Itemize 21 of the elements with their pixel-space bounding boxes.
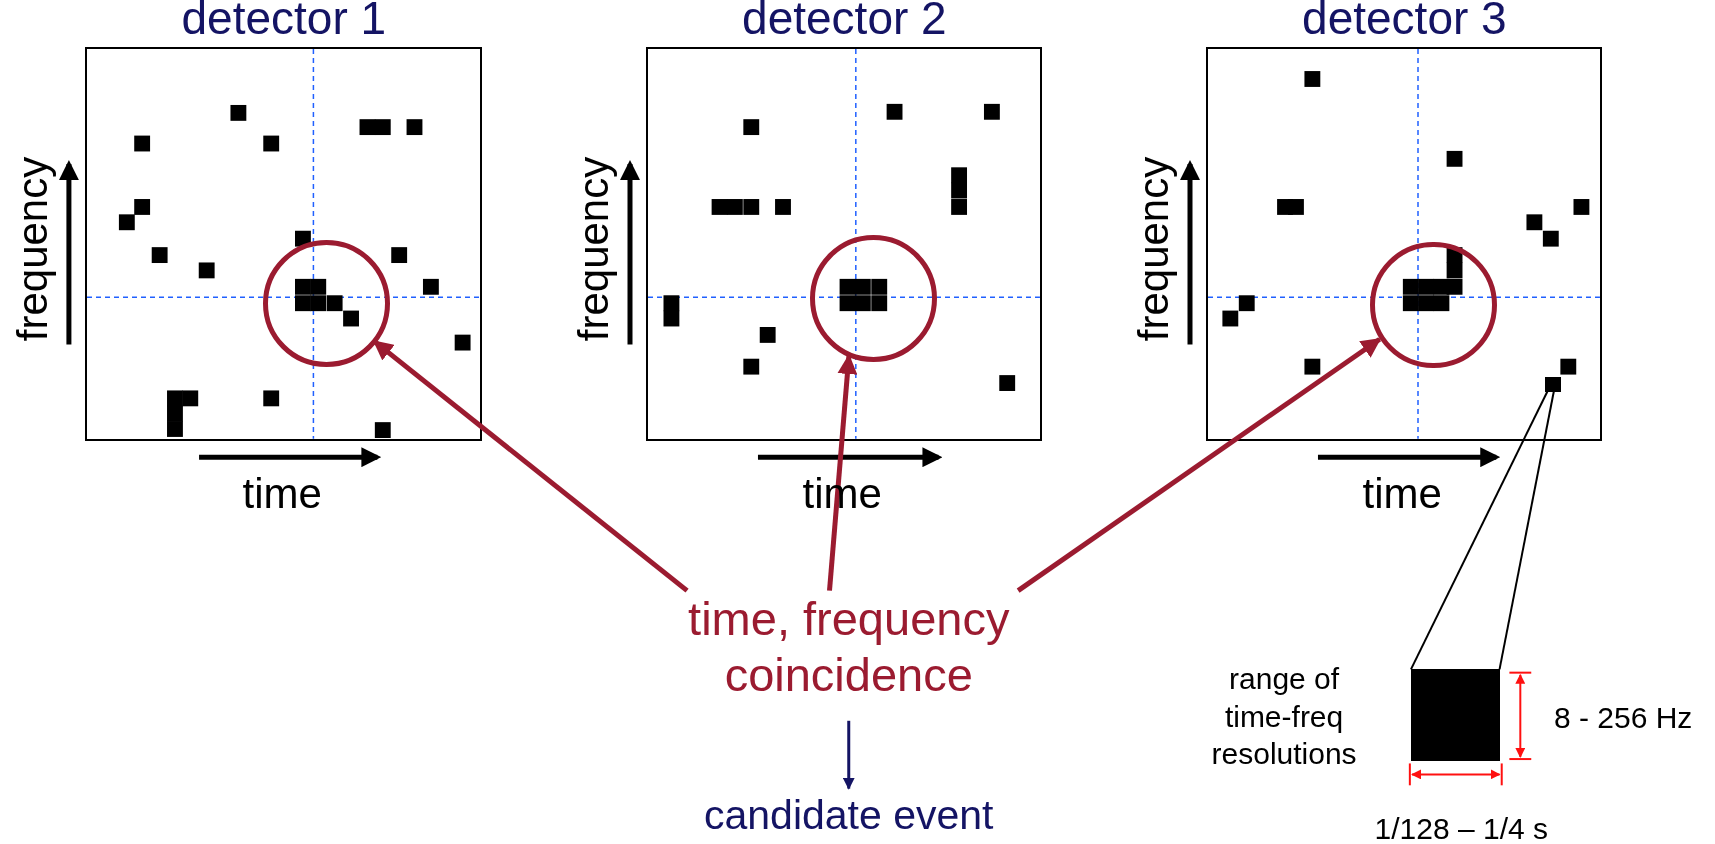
arrow — [1016, 337, 1382, 593]
axis-label: frequency — [11, 157, 54, 342]
axis-label: frequency — [1132, 157, 1175, 342]
zoom-line — [1409, 389, 1549, 671]
arrow — [827, 354, 858, 591]
panel-title: detector 3 — [1302, 0, 1507, 42]
arrow — [842, 720, 855, 790]
coincidence-text: time, frequency coincidence — [687, 590, 1011, 703]
result-text: candidate event — [704, 791, 994, 841]
axis-label: frequency — [572, 157, 615, 342]
pixel-square — [1545, 377, 1561, 393]
pixel-square — [1410, 669, 1500, 762]
zoom-line — [1498, 389, 1555, 671]
dimension-label: 8 - 256 Hz — [1553, 702, 1693, 733]
axis-label: time — [242, 473, 322, 516]
arrow — [372, 339, 689, 593]
axis-label: time — [1362, 473, 1442, 516]
dimension-label: 1/128 – 1/4 s — [1374, 814, 1548, 844]
panel-title: detector 2 — [742, 0, 947, 42]
panel-title: detector 1 — [181, 0, 387, 42]
annotation-text: range of time-freq resolutions — [1210, 661, 1358, 773]
